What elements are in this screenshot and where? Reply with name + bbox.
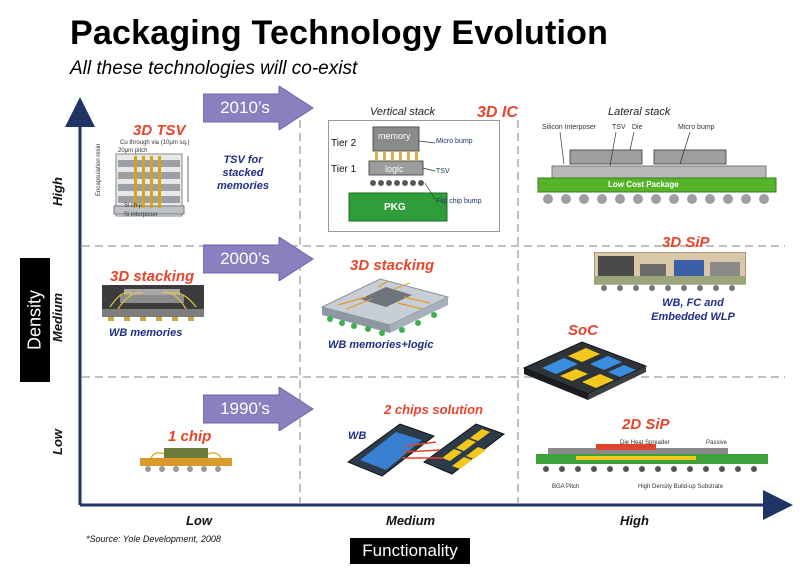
flip-chip-bump-label: Flip chip bump bbox=[436, 198, 482, 205]
page-title: Packaging Technology Evolution bbox=[70, 14, 609, 52]
sip2d-passive-label: Passive bbox=[706, 440, 728, 446]
logic-label: logic bbox=[385, 164, 404, 174]
y-tick-low: Low bbox=[50, 429, 65, 455]
vertical-stack-graphic bbox=[348, 126, 448, 222]
era-label-2010: 2010’s bbox=[220, 98, 270, 117]
sip2d-graphic bbox=[536, 444, 768, 472]
stacking-2-desc: WB memories+logic bbox=[328, 339, 434, 351]
tsv-caption-pitch: 20μm pitch bbox=[118, 148, 148, 154]
sip3d-title: 3D SiP bbox=[662, 234, 710, 251]
ic3d-title: 3D IC bbox=[477, 104, 518, 121]
sip2d-illustration bbox=[536, 444, 768, 476]
x-tick-high: High bbox=[620, 513, 649, 528]
soc-graphic bbox=[522, 341, 648, 400]
x-tick-low: Low bbox=[186, 513, 212, 528]
era-arrow-2000 bbox=[203, 237, 314, 281]
stacking-1-desc: WB memories bbox=[109, 327, 183, 339]
tsv-caption-chip: Si chip bbox=[124, 203, 143, 209]
sip2d-substrate-label: High Density Build-up Substrate bbox=[638, 484, 724, 490]
tsv-stack-graphic bbox=[113, 153, 189, 217]
tsv-illustration bbox=[104, 140, 200, 226]
sip2d-bga-label: BGA Pitch bbox=[552, 484, 580, 490]
tsv-description: TSV for stacked memories bbox=[217, 154, 269, 192]
functionality-label-box: Functionality bbox=[350, 538, 470, 564]
sip3d-illustration bbox=[593, 251, 747, 292]
chip1-title: 1 chip bbox=[168, 428, 212, 445]
era-arrow-2010 bbox=[203, 86, 314, 130]
vertical-stack-title: Vertical stack bbox=[370, 106, 436, 118]
tsv-caption-resin: Encapsulation resin bbox=[96, 143, 102, 196]
tsv-title: 3D TSV bbox=[133, 122, 186, 139]
soc-illustration bbox=[520, 338, 650, 402]
stacking-2-illustration bbox=[318, 275, 453, 337]
pkg-label: PKG bbox=[384, 202, 406, 213]
tier1-label: Tier 1 bbox=[331, 164, 357, 175]
chip1-illustration bbox=[140, 448, 232, 474]
stacking-2-graphic bbox=[320, 278, 450, 336]
tier2-label: Tier 2 bbox=[331, 138, 357, 149]
era-label-2000: 2000’s bbox=[220, 249, 270, 268]
source-note: *Source: Yole Development, 2008 bbox=[86, 534, 221, 544]
stacking-title-1: 3D stacking bbox=[110, 268, 195, 285]
two-chip-illustration bbox=[346, 418, 506, 482]
sip3d-graphic bbox=[593, 251, 747, 291]
wb-label: WB bbox=[348, 430, 367, 442]
tsv-vert-label: TSV bbox=[436, 168, 450, 175]
soc-title: SoC bbox=[568, 322, 598, 339]
sip2d-title: 2D SiP bbox=[622, 416, 670, 433]
si-interposer-label: Silicon Interposer bbox=[542, 124, 597, 131]
stacking-title-2: 3D stacking bbox=[350, 257, 435, 274]
tsv-caption-via: Cu through via (10μm sq.) bbox=[120, 140, 190, 146]
y-tick-high: High bbox=[50, 177, 65, 206]
vertical-stack-box bbox=[328, 120, 500, 232]
density-label: Density bbox=[24, 289, 45, 351]
era-arrow-1990 bbox=[203, 387, 314, 431]
density-label-box: Density bbox=[20, 258, 50, 382]
y-tick-medium: Medium bbox=[50, 292, 65, 342]
low-cost-package-label: Low Cost Package bbox=[608, 180, 679, 189]
x-tick-medium: Medium bbox=[386, 513, 436, 528]
micro-bump-label: Micro bump bbox=[436, 138, 473, 145]
sip3d-desc: WB, FC and Embedded WLP bbox=[651, 297, 735, 323]
die-label: Die bbox=[632, 124, 643, 131]
page-subtitle: All these technologies will co-exist bbox=[70, 58, 358, 79]
tsv-caption-interposer: Si interposer bbox=[124, 212, 158, 218]
functionality-label: Functionality bbox=[362, 541, 458, 560]
stacking-1-illustration bbox=[102, 285, 204, 323]
lateral-stack-graphic bbox=[537, 131, 777, 204]
lateral-tsv-label: TSV bbox=[612, 124, 626, 131]
stacking-1-graphic bbox=[102, 285, 204, 321]
two-chip-graphic bbox=[346, 423, 506, 477]
chip1-graphic bbox=[140, 448, 232, 472]
era-label-1990: 1990’s bbox=[220, 399, 270, 418]
two-chip-title: 2 chips solution bbox=[384, 402, 483, 417]
lateral-stack-illustration bbox=[530, 120, 780, 206]
lateral-micro-bump-label: Micro bump bbox=[678, 124, 715, 131]
sip2d-heat-label: Die Heat Spreader bbox=[620, 440, 670, 446]
lateral-stack-title: Lateral stack bbox=[608, 106, 671, 118]
memory-label: memory bbox=[378, 131, 411, 141]
